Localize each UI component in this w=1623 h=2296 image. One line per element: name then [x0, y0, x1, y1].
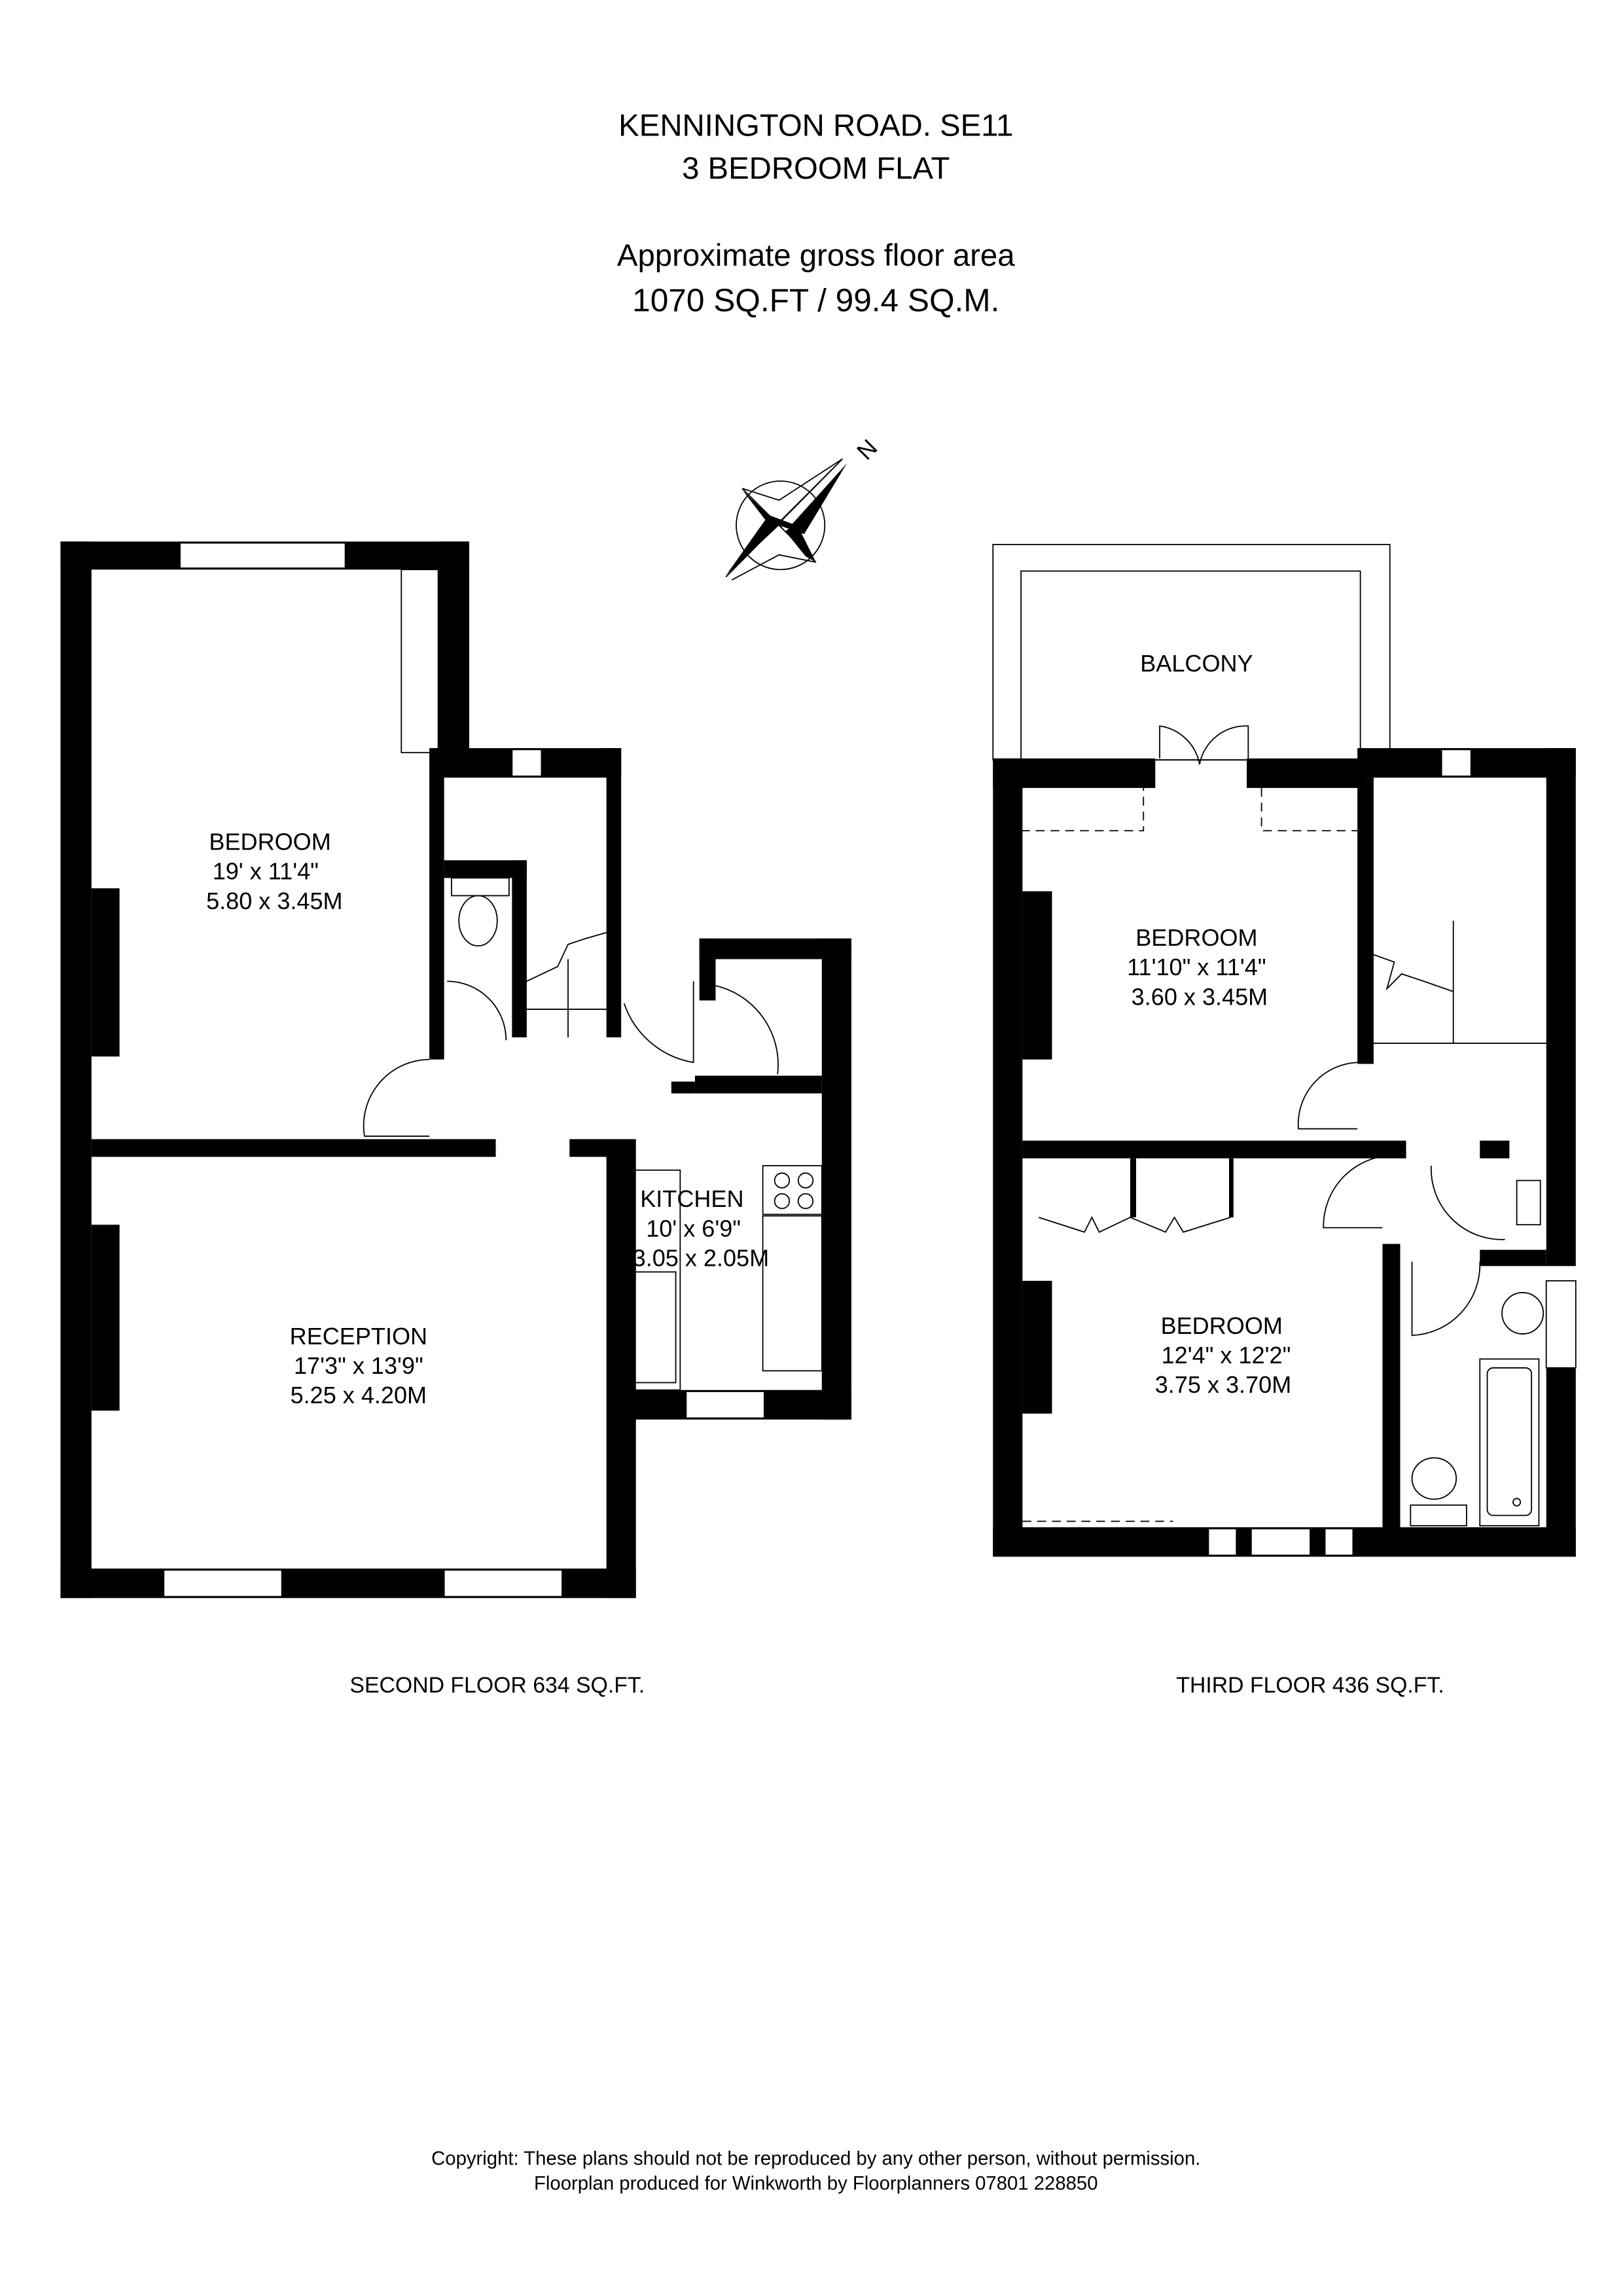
room-size-metric: 5.25 x 4.20M [291, 1382, 427, 1408]
room-size-imperial: 10' x 6'9" [646, 1215, 741, 1242]
copyright-notice: Copyright: These plans should not be rep… [431, 2147, 1200, 2169]
second-floor-label: SECOND FLOOR 634 SQ.FT. [349, 1673, 645, 1698]
room-name: RECEPTION [290, 1323, 427, 1350]
address-title: KENNINGTON ROAD. SE11 [618, 108, 1013, 143]
third-floor-label: THIRD FLOOR 436 SQ.FT. [1176, 1673, 1444, 1698]
room-name: BEDROOM [1135, 924, 1257, 951]
room-name: BEDROOM [209, 829, 330, 855]
room-reception: RECEPTION 17'3" x 13'9" 5.25 x 4.20M [290, 1323, 427, 1408]
room-size-imperial: 17'3" x 13'9" [294, 1352, 423, 1379]
room-size-metric: 5.80 x 3.45M [206, 888, 343, 914]
area-label: Approximate gross floor area [617, 238, 1015, 273]
property-type: 3 BEDROOM FLAT [682, 151, 950, 186]
room-bedroom-third-floor-1: BEDROOM 11'10" x 11'4" 3.60 x 3.45M [1127, 924, 1268, 1010]
header: KENNINGTON ROAD. SE11 3 BEDROOM FLAT App… [617, 108, 1015, 318]
room-size-metric: 3.75 x 3.70M [1155, 1371, 1292, 1398]
balcony-label: BALCONY [1140, 650, 1253, 677]
second-floor-plan [60, 541, 851, 1598]
room-size-metric: 3.05 x 2.05M [633, 1244, 769, 1271]
room-name: KITCHEN [640, 1185, 743, 1212]
floorplan-credit: Floorplan produced for Winkworth by Floo… [534, 2173, 1098, 2195]
room-size-imperial: 19' x 11'4" [213, 858, 319, 885]
room-size-imperial: 11'10" x 11'4" [1127, 954, 1266, 980]
room-bedroom-second-floor: BEDROOM 19' x 11'4" 5.80 x 3.45M [206, 829, 343, 914]
area-value: 1070 SQ.FT / 99.4 SQ.M. [632, 282, 999, 319]
room-kitchen: KITCHEN 10' x 6'9" 3.05 x 2.05M [633, 1185, 769, 1271]
room-size-imperial: 12'4" x 12'2" [1162, 1342, 1291, 1369]
room-size-metric: 3.60 x 3.45M [1132, 983, 1268, 1010]
third-floor-plan [992, 544, 1577, 1557]
room-bedroom-third-floor-2: BEDROOM 12'4" x 12'2" 3.75 x 3.70M [1155, 1312, 1292, 1398]
room-name: BEDROOM [1161, 1312, 1283, 1339]
